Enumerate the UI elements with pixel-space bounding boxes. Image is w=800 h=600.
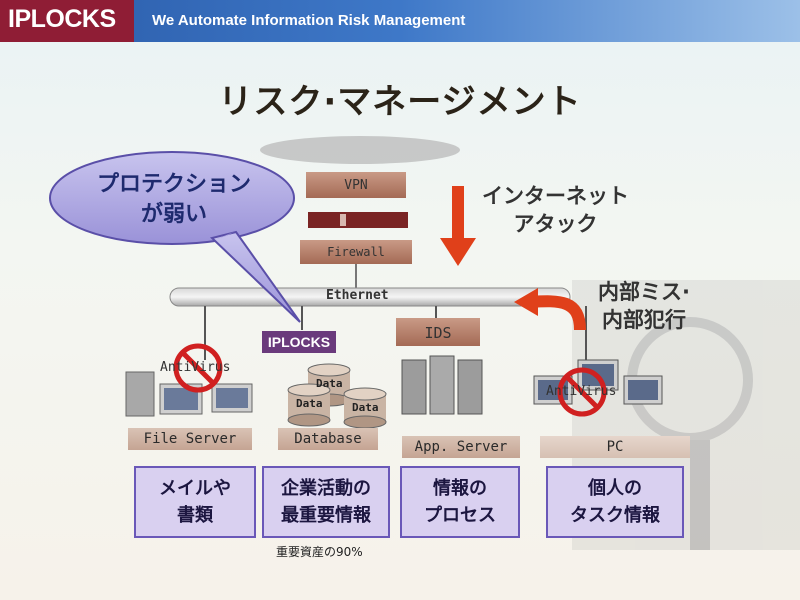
- server-label-pc: PC: [540, 436, 690, 458]
- antivirus-label-pc: AntiVirus: [546, 384, 617, 399]
- info-box-process: 情報の プロセス: [400, 466, 520, 538]
- internet-attack-line-1: インターネット: [482, 184, 629, 208]
- antivirus-label-file: AntiVirus: [160, 360, 231, 375]
- firewall-label: Firewall: [327, 245, 385, 259]
- info-box-mail-line-2: 書類: [177, 505, 213, 526]
- info-box-mail: メイルや 書類: [134, 466, 256, 538]
- bubble-line-1: プロテクション: [96, 172, 251, 197]
- app-server-towers: [401, 355, 483, 415]
- info-box-personal-line-1: 個人の: [588, 478, 642, 499]
- firewall-box: [300, 240, 412, 264]
- file-server-computers: [125, 371, 253, 417]
- ethernet-label: Ethernet: [326, 288, 389, 303]
- ids-box: [396, 318, 480, 346]
- prohibited-icon-file: [173, 343, 223, 393]
- logo: IPLOCKS: [0, 0, 134, 42]
- logo-text: IPLOCKS: [8, 5, 116, 33]
- server-label-database: Database: [278, 428, 378, 450]
- internet-attack-arrow: [440, 186, 476, 266]
- info-box-process-line-1: 情報の: [433, 478, 487, 499]
- info-box-process-line-2: プロセス: [424, 505, 496, 526]
- info-box-critical-line-1: 企業活動の: [281, 478, 371, 499]
- iplocks-badge: IPLOCKS: [262, 331, 336, 353]
- speech-bubble: [49, 151, 295, 245]
- internal-threat-label: 内部ミス· 内部犯行: [598, 278, 690, 334]
- data-label-3: Data: [352, 401, 379, 414]
- info-box-personal-line-2: タスク情報: [570, 505, 660, 526]
- prohibited-icon-pc: [557, 367, 607, 417]
- router-box: [308, 212, 408, 228]
- info-box-critical-line-2: 最重要情報: [281, 505, 371, 526]
- bubble-line-2: が弱い: [140, 202, 207, 227]
- asset-note: 重要資産の90%: [276, 545, 363, 559]
- vpn-box: [306, 172, 406, 198]
- server-label-file: File Server: [128, 428, 252, 450]
- internal-threat-line-1: 内部ミス·: [598, 280, 690, 304]
- internet-attack-label: インターネット アタック: [482, 182, 629, 238]
- internal-threat-arrow: [514, 288, 586, 331]
- info-box-personal: 個人の タスク情報: [546, 466, 684, 538]
- internet-attack-line-2: アタック: [513, 212, 598, 236]
- data-label-2: Data: [296, 397, 323, 410]
- info-box-critical: 企業活動の 最重要情報: [262, 466, 390, 538]
- internet-cloud: [260, 136, 460, 164]
- bubble-text: プロテクション が弱い: [76, 170, 272, 230]
- ids-label: IDS: [424, 324, 452, 342]
- header-bar: IPLOCKS We Automate Information Risk Man…: [0, 0, 800, 42]
- vpn-label: VPN: [344, 178, 368, 193]
- database-cylinders: [287, 363, 387, 429]
- info-box-mail-line-1: メイルや: [159, 478, 231, 499]
- tagline: We Automate Information Risk Management: [152, 12, 466, 29]
- data-label-1: Data: [316, 377, 343, 390]
- slide-title: リスク·マネージメント: [218, 82, 582, 122]
- internal-threat-line-2: 内部犯行: [601, 308, 686, 332]
- server-label-app: App. Server: [402, 436, 520, 458]
